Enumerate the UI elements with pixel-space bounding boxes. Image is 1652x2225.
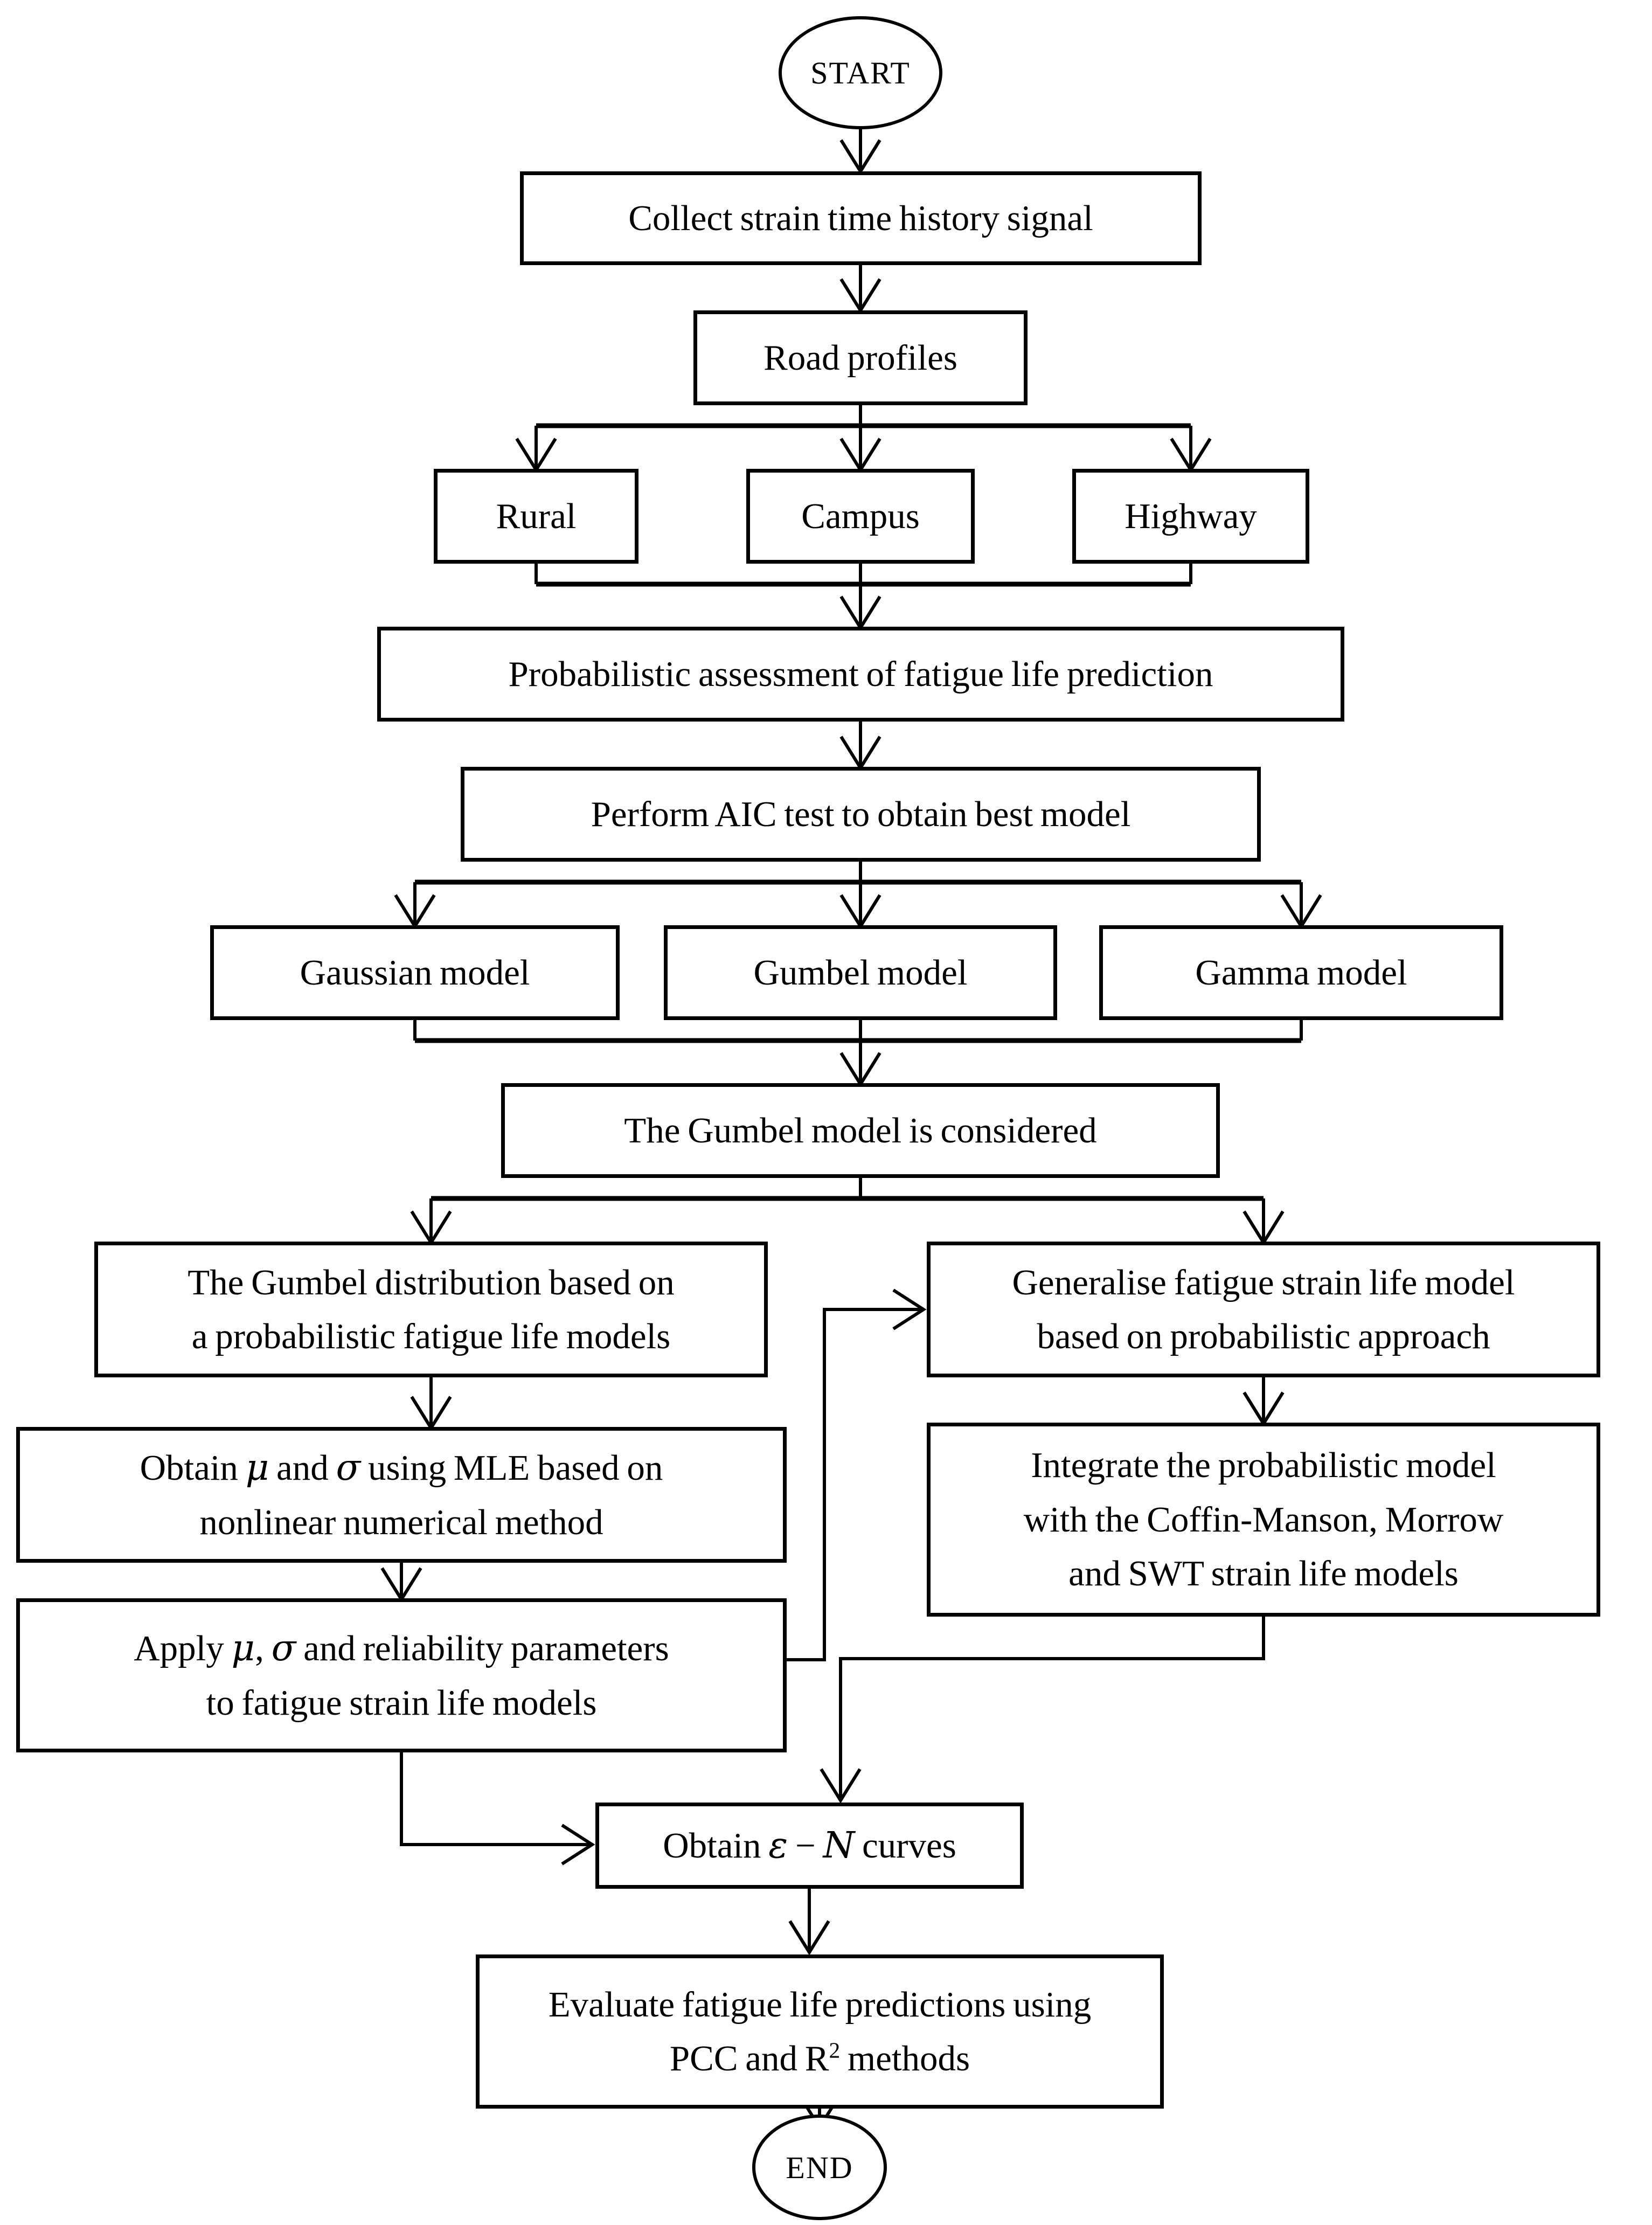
arrowhead-icon: [788, 1920, 830, 1956]
end-terminator: END: [752, 2115, 887, 2220]
process-collect-strain-signal: Collect strain time history signal: [520, 171, 1202, 265]
process-gaussian-model: Gaussian model: [210, 925, 620, 1020]
process-rural: Rural: [434, 469, 638, 564]
process-generalise-strain-life: Generalise fatigue strain life model bas…: [927, 1242, 1600, 1377]
end-label: END: [786, 2150, 853, 2185]
process-apply-parameters: Apply μ, σ and reliability parameters to…: [16, 1598, 787, 1752]
arrowhead-icon: [892, 1288, 927, 1330]
process-gumbel-considered: The Gumbel model is considered: [501, 1083, 1220, 1178]
connector-apply-curves: [400, 1752, 590, 1846]
process-gumbel-model: Gumbel model: [664, 925, 1057, 1020]
process-campus: Campus: [746, 469, 975, 564]
process-aic-test: Perform AIC test to obtain best model: [461, 767, 1261, 862]
process-gamma-model: Gamma model: [1099, 925, 1503, 1020]
process-evaluate-predictions: Evaluate fatigue life predictions using …: [476, 1954, 1164, 2109]
start-terminator: START: [779, 16, 942, 129]
arrowhead-icon: [561, 1824, 595, 1866]
arrowhead-icon: [820, 1768, 862, 1804]
connector-apply-generalise: [787, 1308, 920, 1661]
process-probabilistic-assessment: Probabilistic assessment of fatigue life…: [377, 627, 1344, 722]
process-gumbel-distribution: The Gumbel distribution based on a proba…: [94, 1242, 768, 1377]
connector-integrate-curves: [839, 1617, 1265, 1798]
process-obtain-mu-sigma-mle: Obtain μ and σ using MLE based on nonlin…: [16, 1427, 787, 1563]
process-road-profiles: Road profiles: [693, 310, 1028, 405]
process-highway: Highway: [1072, 469, 1309, 564]
process-obtain-en-curves: Obtain ε − N curves: [595, 1803, 1024, 1889]
process-integrate-models: Integrate the probabilistic model with t…: [927, 1423, 1600, 1617]
start-label: START: [810, 55, 911, 91]
